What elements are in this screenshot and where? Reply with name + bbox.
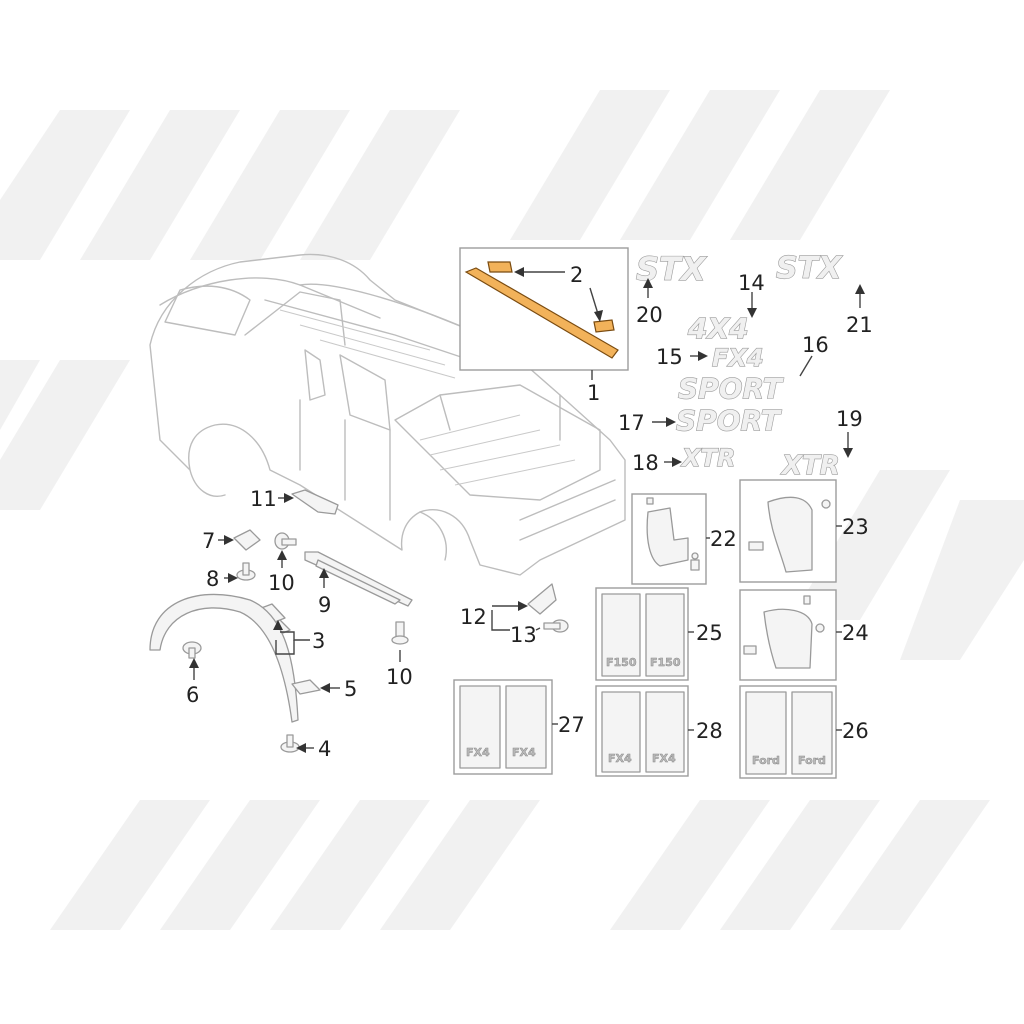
emblem-fx4: FX4 xyxy=(711,343,764,372)
svg-text:FX4: FX4 xyxy=(652,752,676,765)
svg-text:Ford: Ford xyxy=(798,754,826,767)
callout-4: 4 xyxy=(318,737,331,761)
part-5-clip xyxy=(291,679,321,695)
rail-cap-rear xyxy=(487,261,513,273)
callout-8: 8 xyxy=(206,567,219,591)
svg-text:FX4: FX4 xyxy=(512,746,536,759)
callout-10-lower: 10 xyxy=(386,665,413,689)
callout-17: 17 xyxy=(618,411,645,435)
callout-12: 12 xyxy=(460,605,487,629)
part-9-rocker-molding xyxy=(304,551,413,607)
callout-18: 18 xyxy=(632,451,659,475)
part-10-pushpin-lower xyxy=(391,621,409,645)
part-1-rail-box xyxy=(459,247,629,371)
callout-21: 21 xyxy=(846,313,873,337)
callout-25: 25 xyxy=(696,621,723,645)
callout-5: 5 xyxy=(344,677,357,701)
part-24-box xyxy=(739,589,837,681)
svg-text:FX4: FX4 xyxy=(712,344,764,372)
callout-26: 26 xyxy=(842,719,869,743)
callout-15: 15 xyxy=(656,345,683,369)
emblem-xtr-19: XTR xyxy=(779,450,840,481)
svg-text:SPORT: SPORT xyxy=(678,372,784,405)
callout-7: 7 xyxy=(202,529,215,553)
callout-19: 19 xyxy=(836,407,863,431)
callout-27: 27 xyxy=(558,713,585,737)
emblem-4x4: 4X4 xyxy=(686,311,749,345)
rail-cap-front xyxy=(593,319,615,333)
svg-text:SPORT: SPORT xyxy=(676,404,782,437)
callout-23: 23 xyxy=(842,515,869,539)
part-8-screw xyxy=(236,562,256,581)
part-22-box xyxy=(631,493,707,585)
emblem-sport-16: SPORT xyxy=(677,371,784,405)
emblem-xtr-18: XTR xyxy=(679,443,736,472)
callout-20: 20 xyxy=(636,303,663,327)
callout-24: 24 xyxy=(842,621,869,645)
callout-28: 28 xyxy=(696,719,723,743)
watermark xyxy=(0,90,1024,930)
part-27-box: FX4 FX4 xyxy=(453,679,553,775)
part-28-box: FX4 FX4 xyxy=(595,685,689,777)
part-23-box xyxy=(739,479,837,583)
callout-9: 9 xyxy=(318,593,331,617)
callout-16: 16 xyxy=(802,333,829,357)
leader-lines xyxy=(189,267,865,753)
svg-text:F150: F150 xyxy=(606,656,637,669)
bed-rail xyxy=(464,267,619,359)
callout-10-upper: 10 xyxy=(268,571,295,595)
callout-22: 22 xyxy=(710,527,737,551)
callout-13: 13 xyxy=(510,623,537,647)
svg-text:FX4: FX4 xyxy=(608,752,632,765)
svg-text:FX4: FX4 xyxy=(466,746,490,759)
svg-text:XTR: XTR xyxy=(780,451,840,481)
part-26-box: Ford Ford xyxy=(739,685,837,779)
callout-1: 1 xyxy=(587,381,600,405)
callout-11: 11 xyxy=(250,487,277,511)
truck-body xyxy=(149,253,626,576)
part-6-pushpin xyxy=(182,641,202,659)
svg-text:4X4: 4X4 xyxy=(687,312,749,345)
svg-text:F150: F150 xyxy=(650,656,681,669)
part-25-box: F150 F150 xyxy=(595,587,689,681)
emblem-stx-21: STX xyxy=(775,250,843,286)
part-12-bracket xyxy=(527,583,557,615)
part-11-bracket xyxy=(291,489,339,515)
part-4-screw xyxy=(280,734,300,753)
callout-3: 3 xyxy=(312,629,325,653)
part-wheel-arch-molding xyxy=(149,593,299,723)
svg-text:STX: STX xyxy=(776,251,843,286)
svg-text:XTR: XTR xyxy=(680,444,735,472)
part-10-pushpin-upper xyxy=(274,532,297,550)
part-13-screw xyxy=(543,619,569,633)
part-7-clip xyxy=(233,529,261,551)
callout-6: 6 xyxy=(186,683,199,707)
callout-2: 2 xyxy=(570,263,583,287)
callout-labels: 1 2 20 14 21 15 16 17 19 18 22 23 24 25 … xyxy=(186,263,873,761)
svg-text:Ford: Ford xyxy=(752,754,780,767)
callout-14: 14 xyxy=(738,271,765,295)
emblem-sport-17: SPORT xyxy=(675,403,782,437)
